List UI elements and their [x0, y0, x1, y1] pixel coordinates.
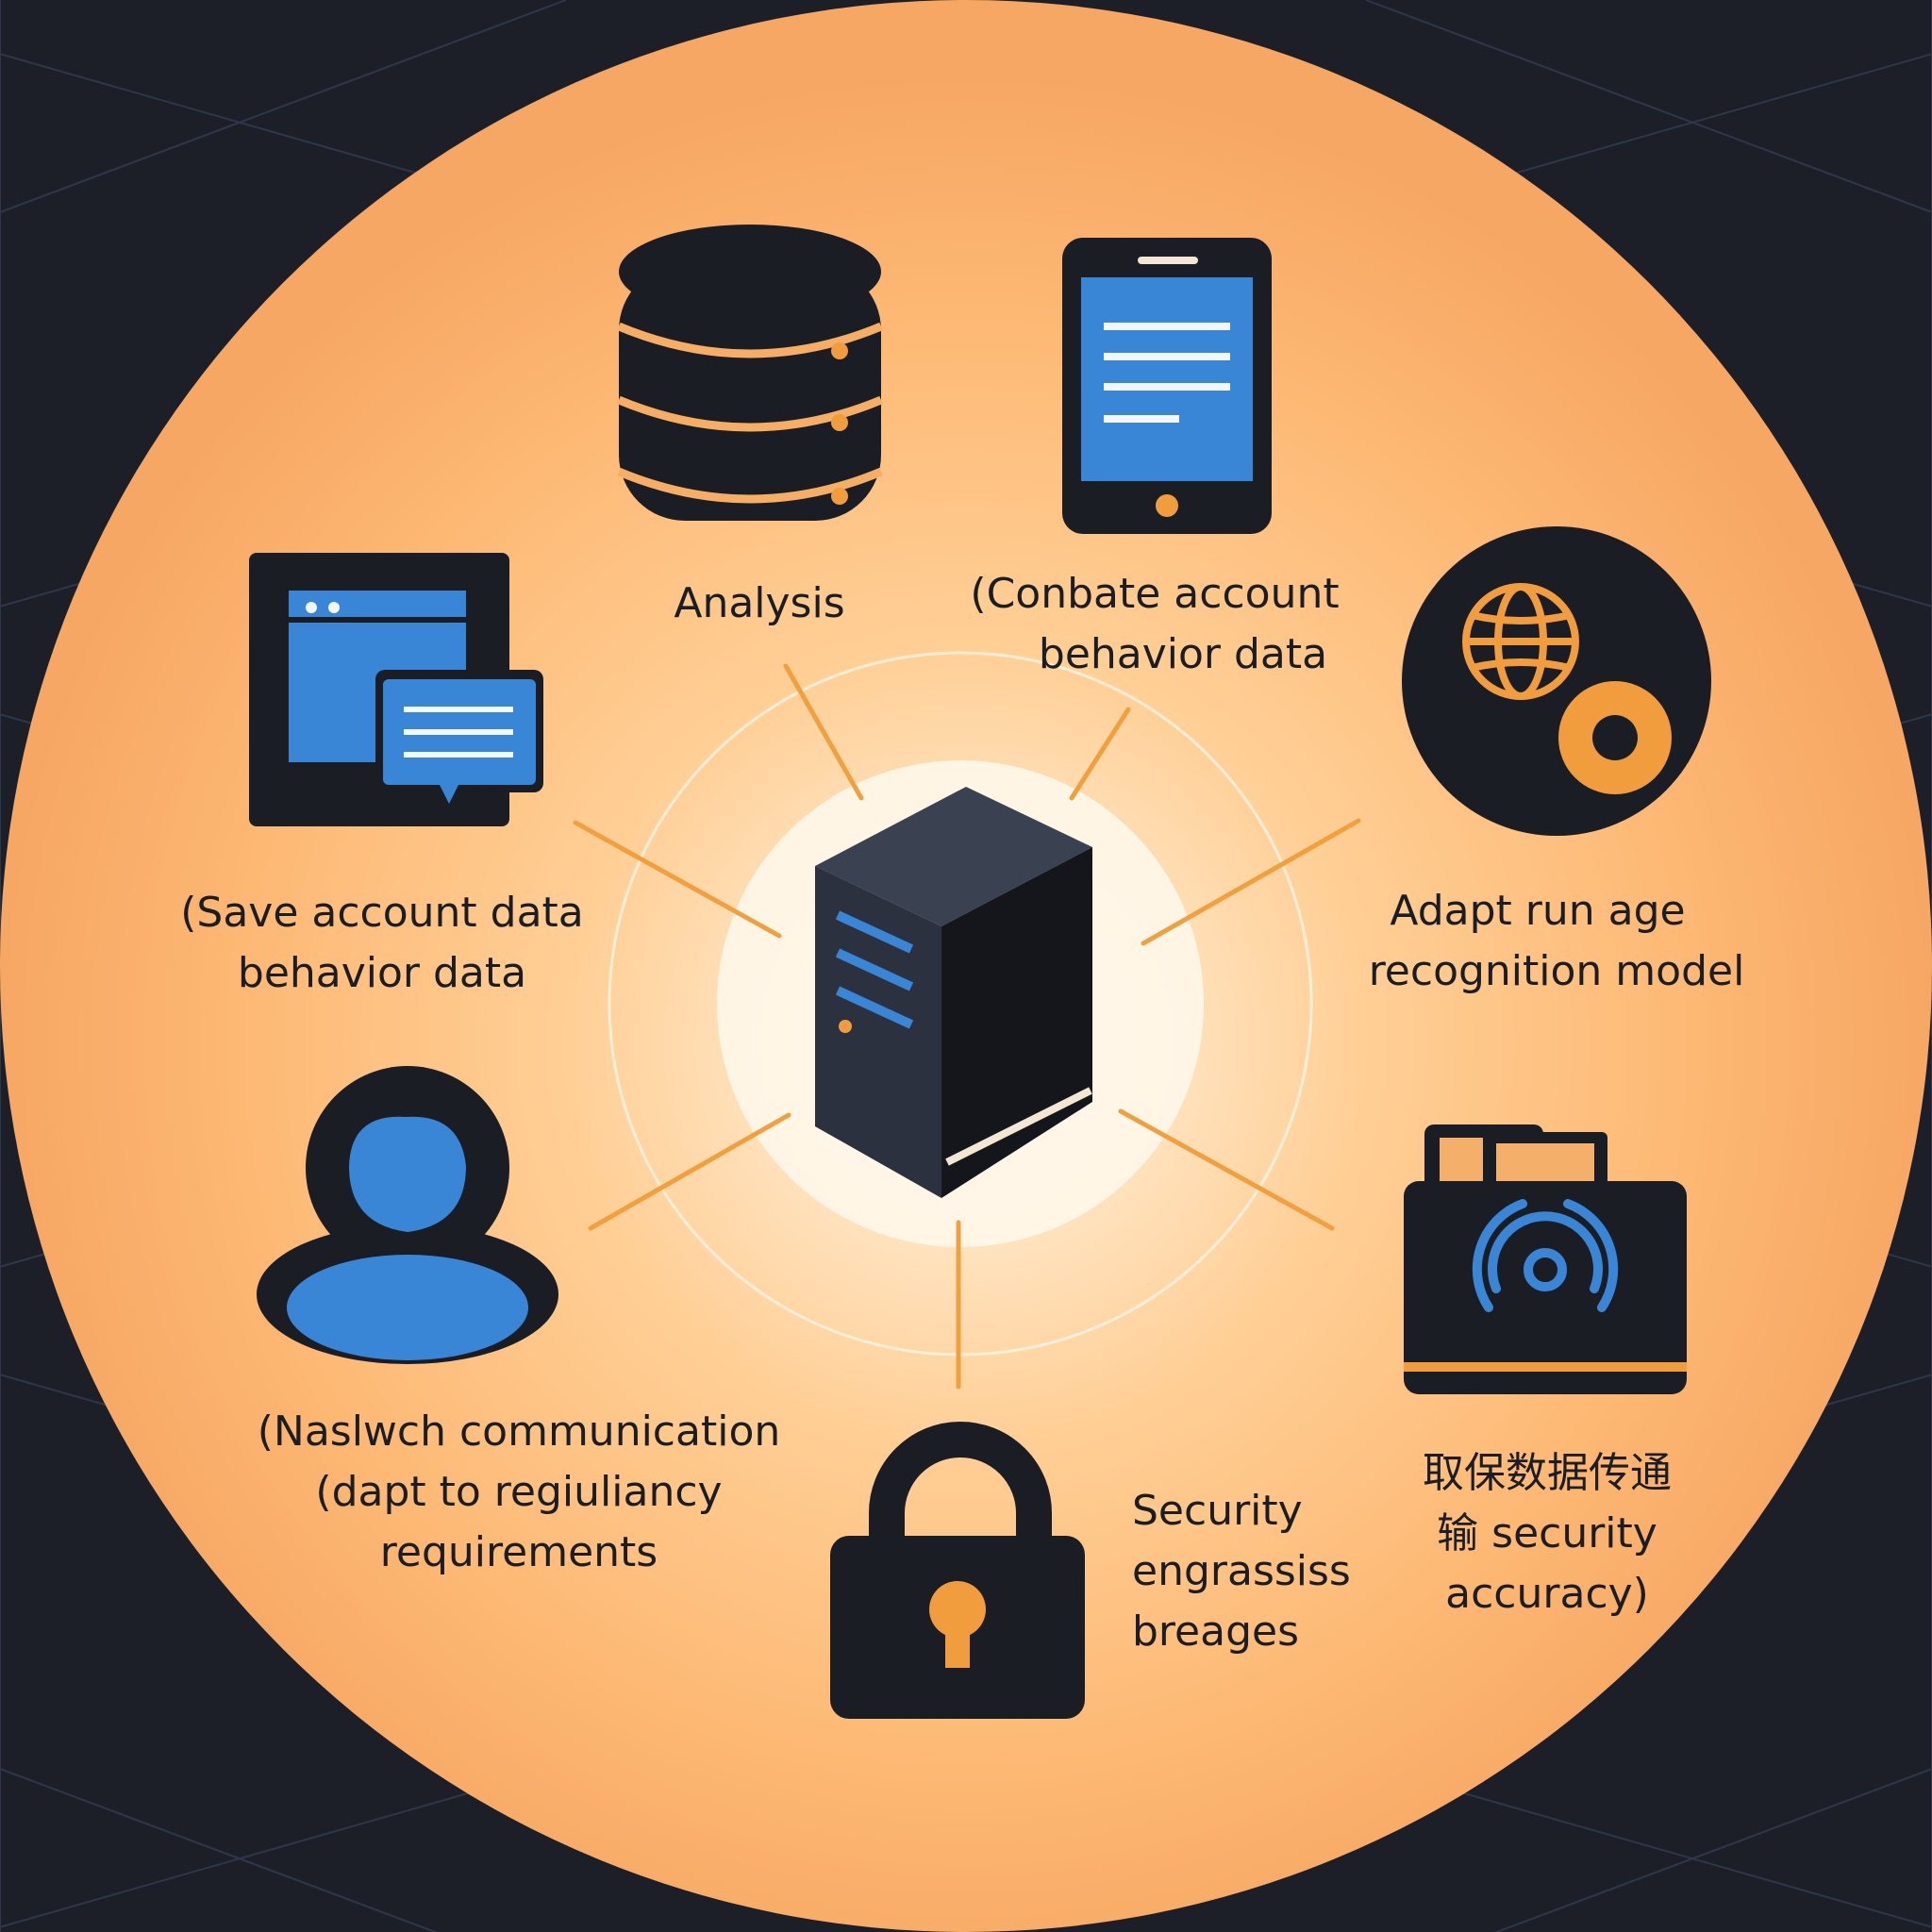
label-save-line-2: behavior data	[237, 949, 527, 997]
server-tower-icon	[815, 787, 1092, 1198]
connector-adapt	[1141, 818, 1361, 946]
label-combine-line-2: behavior data	[1038, 630, 1328, 678]
label-communication-line-1: (Naslwch communication	[257, 1407, 781, 1456]
connector-communication	[588, 1112, 791, 1231]
label-communication-line-3: requirements	[379, 1528, 658, 1576]
padlock-icon	[830, 1422, 1085, 1719]
label-security-line-3: breages	[1132, 1607, 1300, 1656]
label-analysis-line-1: Analysis	[674, 579, 845, 627]
globe-gear-icon	[1402, 526, 1711, 836]
label-transfer-line-2: 输 security	[1437, 1509, 1657, 1557]
connector-lines	[573, 663, 1361, 1390]
connector-transfer	[1118, 1108, 1335, 1231]
label-transfer-line-1: 取保数据传通	[1423, 1449, 1672, 1497]
label-analysis: Analysis	[641, 574, 877, 634]
label-adapt-line-2: recognition model	[1368, 947, 1745, 995]
connector-save	[573, 820, 782, 939]
browser-chat-icon	[249, 553, 543, 826]
tablet-icon	[1062, 238, 1272, 534]
label-transfer: 取保数据传通 输 security accuracy)	[1377, 1443, 1717, 1624]
label-adapt: Adapt run age recognition model	[1340, 881, 1774, 1002]
label-transfer-line-3: accuracy)	[1445, 1570, 1649, 1618]
label-combine-line-1: (Conbate account	[970, 570, 1340, 618]
camera-signal-icon	[1404, 1124, 1687, 1394]
label-communication-line-2: (dapt to regiuliancy	[315, 1468, 723, 1516]
label-adapt-line-1: Adapt run age	[1390, 887, 1686, 935]
label-communication: (Naslwch communication (dapt to regiulia…	[236, 1402, 802, 1583]
connector-analysis	[783, 663, 864, 801]
label-security-line-2: engrassiss	[1132, 1547, 1351, 1595]
connector-combine	[1069, 707, 1131, 801]
label-combine: (Conbate account behavior data	[947, 564, 1362, 685]
label-save: (Save account data behavior data	[160, 883, 604, 1004]
label-save-line-1: (Save account data	[180, 889, 584, 937]
user-icon	[257, 1066, 558, 1364]
database-icon	[617, 225, 883, 521]
label-security-line-1: Security	[1132, 1487, 1303, 1535]
label-security: Security engrassiss breages	[1132, 1481, 1415, 1662]
